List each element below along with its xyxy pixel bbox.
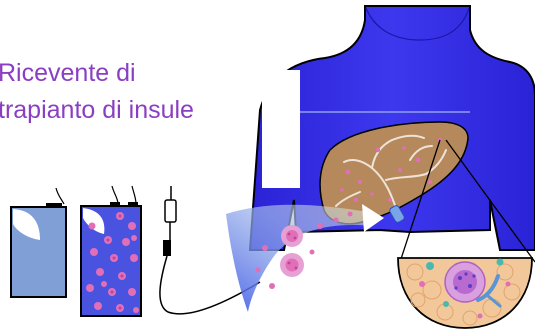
solution-bag xyxy=(11,188,66,297)
magnified-liver-section xyxy=(398,258,532,328)
caption-line-1: Ricevente di xyxy=(0,58,136,88)
caption-line-2: trapianto di insule xyxy=(0,95,194,125)
islet-bag xyxy=(81,186,141,316)
caption-backdrop xyxy=(262,70,300,188)
islet-flow xyxy=(226,204,384,312)
